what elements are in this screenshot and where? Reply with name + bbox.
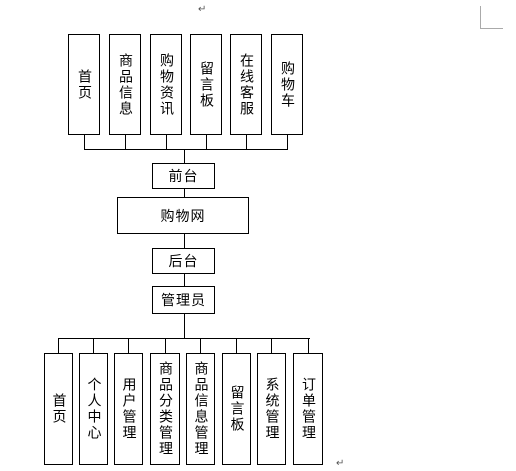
node-backend[interactable]: 后台 — [152, 248, 215, 274]
node-user-management[interactable]: 用户管理 — [114, 353, 143, 465]
connector-horizontal — [58, 338, 310, 340]
connector — [125, 135, 127, 150]
node-admin[interactable]: 管理员 — [152, 286, 215, 314]
connector — [184, 189, 186, 197]
node-label: 订单管理 — [300, 377, 316, 441]
node-label: 购物资讯 — [158, 52, 174, 117]
connector — [84, 135, 86, 150]
node-personal-center[interactable]: 个人中心 — [79, 353, 108, 465]
connector — [200, 338, 202, 353]
return-mark-bottom: ↵ — [336, 458, 345, 469]
node-label: 后台 — [168, 254, 199, 270]
node-label: 个人中心 — [85, 377, 102, 441]
node-admin-message-board[interactable]: 留言板 — [222, 353, 251, 465]
node-shopping-news[interactable]: 购物资讯 — [150, 34, 182, 135]
node-label: 购物车 — [279, 60, 295, 109]
node-label: 用户管理 — [120, 377, 137, 441]
node-online-service[interactable]: 在线客服 — [230, 34, 262, 135]
node-admin-home[interactable]: 首页 — [44, 353, 73, 465]
connector — [287, 135, 289, 150]
node-label: 商品信息管理 — [192, 361, 209, 457]
connector — [128, 338, 130, 353]
node-product-management[interactable]: 商品信息管理 — [186, 353, 215, 465]
connector — [236, 338, 238, 353]
node-frontend[interactable]: 前台 — [152, 163, 215, 189]
connector — [184, 274, 186, 286]
node-shopping-site[interactable]: 购物网 — [117, 197, 249, 234]
node-label: 系统管理 — [263, 377, 280, 441]
connector — [206, 135, 208, 150]
page-corner-mark — [480, 6, 503, 29]
node-label: 前台 — [168, 169, 199, 185]
connector — [184, 234, 186, 248]
connector — [184, 314, 186, 339]
node-home[interactable]: 首页 — [68, 34, 100, 135]
node-message-board[interactable]: 留言板 — [190, 34, 222, 135]
connector — [166, 135, 168, 150]
connector — [308, 338, 310, 353]
connector — [93, 338, 95, 353]
node-label: 首页 — [50, 393, 67, 425]
node-system-management[interactable]: 系统管理 — [257, 353, 286, 465]
node-label: 在线客服 — [238, 52, 254, 117]
node-label: 商品分类管理 — [157, 361, 173, 457]
connector — [246, 135, 248, 150]
connector — [271, 338, 273, 353]
node-label: 管理员 — [161, 293, 206, 309]
node-cart[interactable]: 购物车 — [271, 34, 303, 135]
connector — [184, 149, 186, 163]
node-label: 首页 — [76, 68, 92, 101]
node-label: 购物网 — [160, 208, 206, 225]
connector-horizontal — [84, 149, 288, 151]
node-product-info[interactable]: 商品信息 — [109, 34, 141, 135]
connector — [58, 338, 60, 353]
node-label: 商品信息 — [117, 52, 133, 117]
node-category-management[interactable]: 商品分类管理 — [150, 353, 180, 465]
return-mark-top: ↵ — [198, 4, 207, 15]
node-label: 留言板 — [228, 385, 245, 433]
node-order-management[interactable]: 订单管理 — [293, 353, 323, 465]
connector — [165, 338, 167, 353]
node-label: 留言板 — [198, 60, 214, 109]
